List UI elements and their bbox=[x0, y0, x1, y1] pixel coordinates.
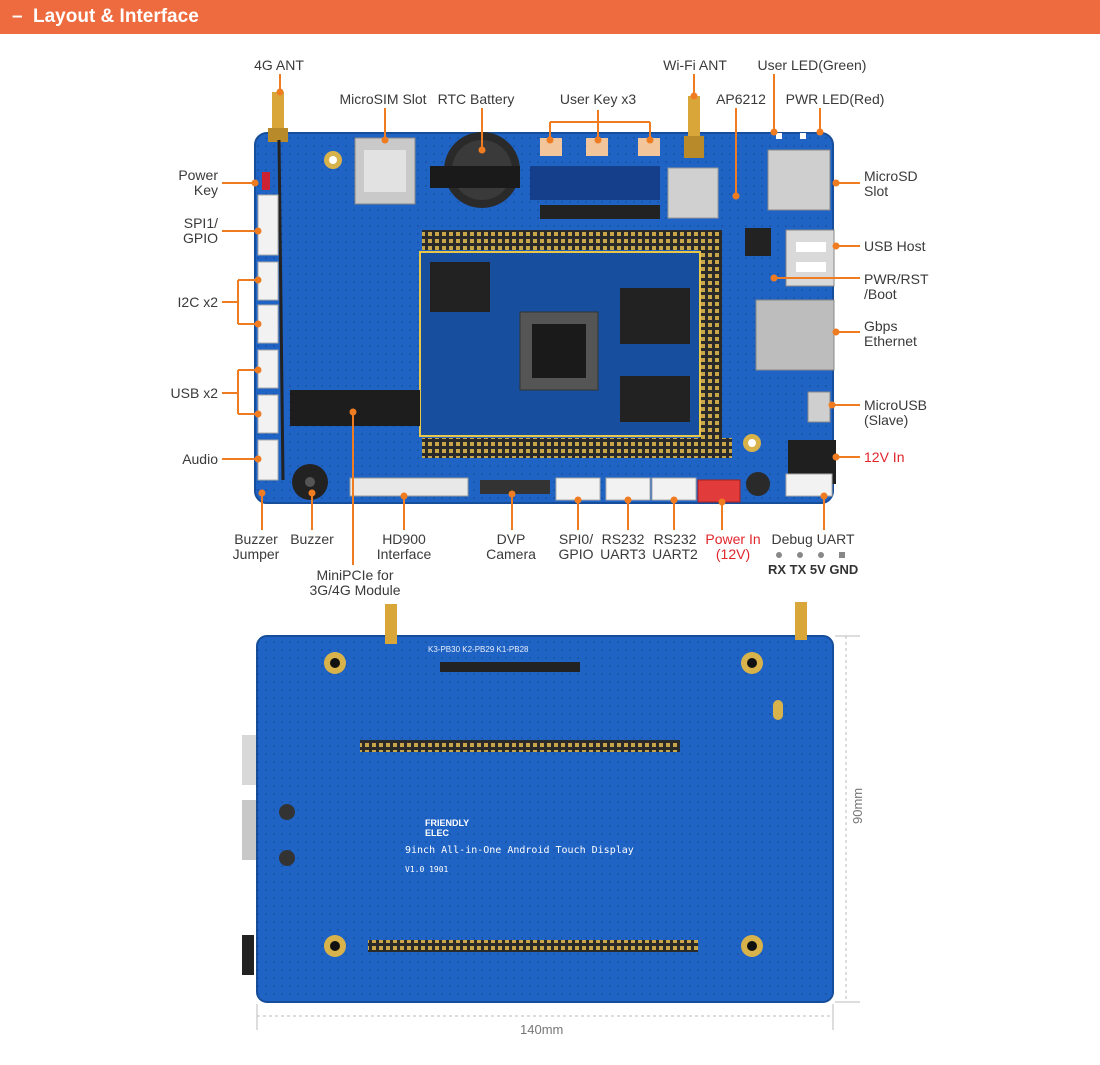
label-spi0-line1: SPI0/ bbox=[558, 531, 594, 547]
label-rtc-battery: RTC Battery bbox=[437, 91, 515, 107]
label-power-in-line1: Power In bbox=[705, 531, 761, 547]
label-microusb-line1: MicroUSB bbox=[864, 397, 928, 413]
label-power-key: Power Key bbox=[178, 168, 218, 198]
label-dvp-camera: DVP Camera bbox=[486, 532, 536, 562]
label-spi0-line2: GPIO bbox=[558, 546, 594, 562]
debug-pin-names: RX TX 5V GND bbox=[768, 562, 859, 577]
dimension-height: 90mm bbox=[850, 787, 865, 824]
label-pwr-rst-boot: PWR/RST /Boot bbox=[864, 272, 929, 302]
label-microusb: MicroUSB (Slave) bbox=[864, 398, 927, 428]
label-user-key: User Key x3 bbox=[559, 91, 637, 107]
label-wifi-ant: Wi-Fi ANT bbox=[663, 57, 727, 73]
section-header: – Layout & Interface bbox=[0, 0, 1100, 34]
label-hd900-line2: Interface bbox=[376, 546, 432, 562]
leader-lines bbox=[222, 74, 860, 565]
label-ap6212: AP6212 bbox=[716, 91, 766, 107]
label-power-in-line2: (12V) bbox=[715, 546, 751, 562]
label-microsd-line1: MicroSD bbox=[864, 168, 918, 184]
label-buzzer: Buzzer bbox=[290, 531, 334, 547]
label-dvp-line2: Camera bbox=[486, 546, 536, 562]
label-uart2-line1: RS232 bbox=[653, 531, 697, 547]
header-dash: – bbox=[12, 6, 23, 27]
label-buzzer-jumper-line2: Jumper bbox=[232, 546, 280, 562]
label-uart3-line2: UART3 bbox=[600, 546, 646, 562]
label-buzzer-jumper: Buzzer Jumper bbox=[233, 532, 280, 562]
label-power-key-line1: Power bbox=[178, 167, 218, 183]
label-rs232-uart2: RS232 UART2 bbox=[652, 532, 698, 562]
back-brand-line2: ELEC bbox=[425, 828, 450, 838]
label-gbps-ethernet: Gbps Ethernet bbox=[864, 319, 917, 349]
dimension-width: 140mm bbox=[520, 1022, 564, 1037]
label-user-led: User LED(Green) bbox=[757, 57, 867, 73]
label-pwr-rst-line1: PWR/RST bbox=[864, 271, 929, 287]
label-power-in: Power In (12V) bbox=[705, 532, 760, 562]
label-uart2-line2: UART2 bbox=[652, 546, 698, 562]
label-spi1-line2: GPIO bbox=[182, 230, 218, 246]
label-spi1-line1: SPI1/ bbox=[183, 215, 218, 231]
label-minipcie: MiniPCIe for 3G/4G Module bbox=[309, 568, 400, 598]
back-product-name: 9inch All-in-One Android Touch Display bbox=[405, 845, 634, 856]
label-microusb-line2: (Slave) bbox=[864, 412, 909, 428]
label-hd900-line1: HD900 bbox=[382, 531, 426, 547]
header-title: Layout & Interface bbox=[33, 6, 199, 27]
label-i2c: I2C x2 bbox=[177, 294, 218, 310]
label-gbps-line2: Ethernet bbox=[864, 333, 917, 349]
debug-pin-markers bbox=[776, 552, 845, 558]
back-keys-silkscreen: K3-PB30 K2-PB29 K1-PB28 bbox=[428, 645, 529, 654]
label-power-key-line2: Key bbox=[193, 182, 218, 198]
label-debug-uart: Debug UART bbox=[771, 531, 855, 547]
label-12v-in: 12V In bbox=[864, 449, 905, 465]
label-minipcie-line1: MiniPCIe for bbox=[316, 567, 394, 583]
label-hd900: HD900 Interface bbox=[377, 532, 431, 562]
back-version: V1.0 1901 bbox=[405, 865, 449, 874]
back-board bbox=[242, 602, 834, 1003]
label-spi1-gpio: SPI1/ GPIO bbox=[183, 216, 218, 246]
label-usb-host: USB Host bbox=[864, 238, 926, 254]
front-board bbox=[254, 92, 836, 504]
label-microsd-slot: MicroSD Slot bbox=[864, 169, 918, 199]
back-brand-line1: FRIENDLY bbox=[425, 818, 470, 828]
label-uart3-line1: RS232 bbox=[601, 531, 645, 547]
label-rs232-uart3: RS232 UART3 bbox=[600, 532, 646, 562]
label-4g-ant: 4G ANT bbox=[254, 57, 304, 73]
label-microsim-slot: MicroSIM Slot bbox=[339, 91, 427, 107]
label-audio: Audio bbox=[182, 451, 218, 467]
label-dvp-line1: DVP bbox=[496, 531, 526, 547]
label-buzzer-jumper-line1: Buzzer bbox=[234, 531, 278, 547]
label-microsd-line2: Slot bbox=[864, 183, 889, 199]
label-gbps-line1: Gbps bbox=[864, 318, 898, 334]
dimension-lines bbox=[256, 635, 860, 1030]
label-spi0-gpio: SPI0/ GPIO bbox=[558, 532, 593, 562]
label-pwr-rst-line2: /Boot bbox=[864, 286, 897, 302]
label-usb: USB x2 bbox=[170, 385, 218, 401]
label-pwr-led: PWR LED(Red) bbox=[785, 91, 885, 107]
label-minipcie-line2: 3G/4G Module bbox=[309, 582, 401, 598]
